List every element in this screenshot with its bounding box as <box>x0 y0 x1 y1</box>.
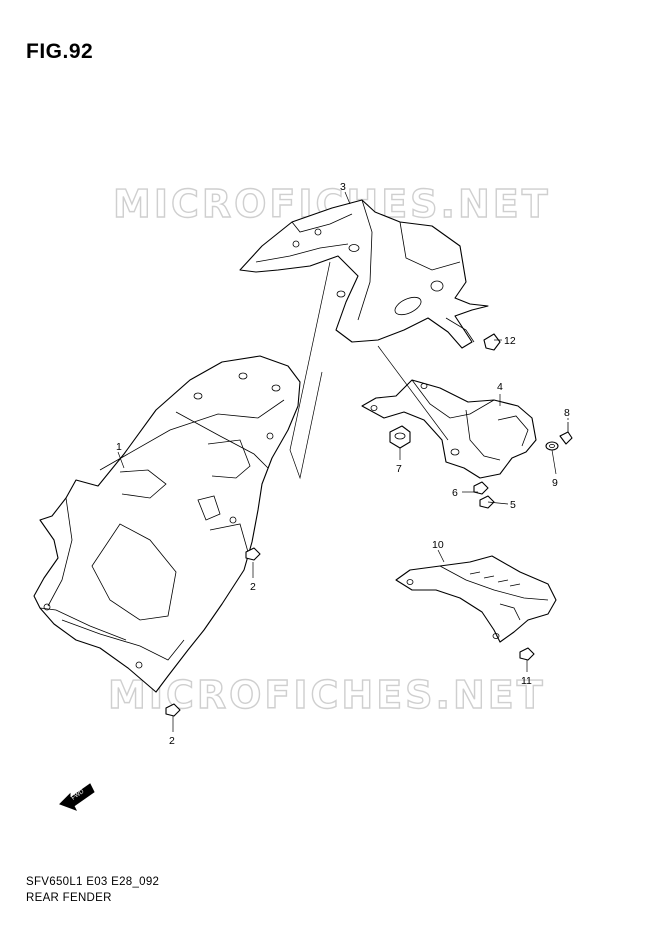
section-name: REAR FENDER <box>26 892 112 904</box>
part-9-washer[interactable] <box>545 441 559 451</box>
part-1-rear-fender[interactable] <box>33 355 301 693</box>
model-code: SFV650L1 E03 E28_092 <box>26 876 160 888</box>
part-11-screw[interactable] <box>519 647 535 661</box>
part-3-upper-fender[interactable] <box>239 199 489 349</box>
part-8-bolt[interactable] <box>559 422 573 445</box>
callout-3: 3 <box>340 181 346 193</box>
callout-7: 7 <box>396 463 402 475</box>
callout-11: 11 <box>521 675 532 687</box>
part-2-screw-upper[interactable] <box>245 547 261 561</box>
part-2-screw-lower[interactable] <box>165 703 181 717</box>
callout-12: 12 <box>504 335 516 347</box>
part-12-clip[interactable] <box>483 333 501 351</box>
callout-2-upper: 2 <box>250 581 256 593</box>
figure-title: FIG.92 <box>26 40 94 63</box>
callout-4: 4 <box>497 381 503 393</box>
part-10-license-bracket[interactable] <box>395 555 557 643</box>
callout-5: 5 <box>510 499 516 511</box>
assembly-line-3-to-1 <box>289 261 331 480</box>
assembly-line-3-to-4 <box>377 345 449 441</box>
callout-1: 1 <box>116 441 122 453</box>
part-4-bracket[interactable] <box>361 379 537 479</box>
part-6-nut[interactable] <box>473 481 489 495</box>
fwd-arrow-icon: FWD <box>59 783 95 811</box>
callout-8: 8 <box>564 407 570 419</box>
callout-2-lower: 2 <box>169 735 175 747</box>
part-5-bolt[interactable] <box>479 495 495 509</box>
callout-10: 10 <box>432 539 444 551</box>
callout-9: 9 <box>552 477 558 489</box>
leader-lines <box>117 191 569 732</box>
callout-6: 6 <box>452 487 458 499</box>
part-7-grommet[interactable] <box>389 425 411 449</box>
